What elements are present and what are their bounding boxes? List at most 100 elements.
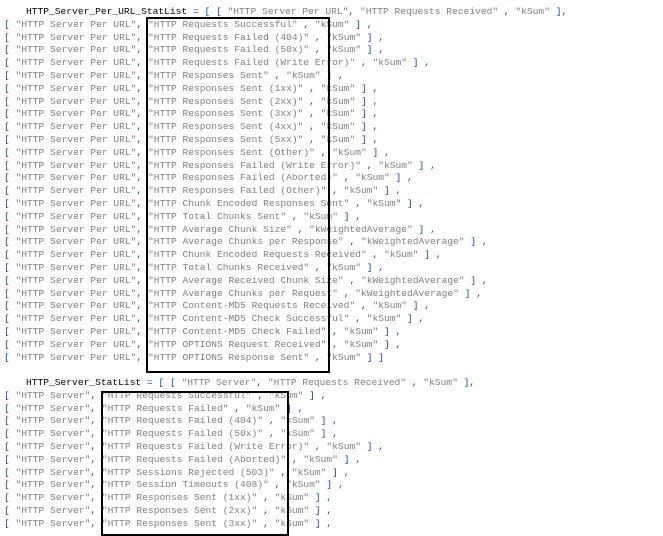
- row-comma: ,: [268, 479, 287, 491]
- row-comma: ,: [309, 31, 327, 43]
- row-stat-name: "HTTP Responses Failed (Aborted)": [147, 172, 338, 184]
- row-close-bracket: ] ,: [303, 389, 327, 401]
- row-group-name: "HTTP Server Per URL": [15, 287, 137, 299]
- row-aggregation: "kSum": [343, 338, 379, 350]
- row-close-bracket: ] ,: [355, 133, 379, 145]
- row-stat-name: "HTTP OPTIONS Response Sent": [147, 351, 310, 363]
- row-open-bracket: [: [4, 197, 16, 209]
- row-open-bracket: [: [4, 325, 16, 337]
- row-group-name: "HTTP Server Per URL": [15, 108, 137, 120]
- row-comma: ,: [136, 261, 148, 273]
- row-open-bracket: [: [4, 440, 16, 452]
- row-comma: ,: [303, 108, 321, 120]
- row-aggregation: "kWeightedAverage": [360, 236, 465, 248]
- row-group-name: "HTTP Server Per URL": [15, 18, 137, 30]
- row-stat-name: "HTTP Requests Failed": [101, 402, 229, 414]
- row-stat-name: "HTTP Responses Sent (4xx)": [147, 121, 304, 133]
- header-second-item: "HTTP Requests Received": [267, 377, 407, 388]
- row-comma: ,: [303, 133, 321, 145]
- row-stat-name: "HTTP Content-MD5 Check Failed": [147, 325, 327, 337]
- row-group-name: "HTTP Server Per URL": [15, 210, 137, 222]
- row-open-bracket: [: [4, 453, 16, 465]
- row-close-bracket: ] ,: [280, 402, 304, 414]
- row-comma: ,: [90, 415, 102, 427]
- row-open-bracket: [: [4, 108, 16, 120]
- stat-row: [ "HTTP Server Per URL", "HTTP Responses…: [0, 134, 663, 147]
- row-comma: ,: [286, 210, 304, 222]
- stat-row: [ "HTTP Server", "HTTP Requests Failed" …: [0, 403, 663, 416]
- row-aggregation: "kSum": [343, 325, 379, 337]
- row-comma: ,: [228, 402, 246, 414]
- row-comma: ,: [257, 517, 275, 529]
- row-close-bracket: ] ,: [360, 440, 384, 452]
- row-open-bracket: [: [4, 274, 16, 286]
- stat-row: [ "HTTP Server", "HTTP Requests Failed (…: [0, 428, 663, 441]
- row-open-bracket: [: [4, 249, 16, 261]
- stat-row: [ "HTTP Server Per URL", "HTTP Responses…: [0, 108, 663, 121]
- stat-row: [ "HTTP Server Per URL", "HTTP OPTIONS R…: [0, 352, 663, 365]
- row-comma: ,: [136, 44, 148, 56]
- row-comma: ,: [326, 325, 344, 337]
- row-comma: ,: [90, 517, 102, 529]
- row-aggregation: "kSum": [343, 185, 379, 197]
- row-comma: ,: [136, 57, 148, 69]
- row-group-name: "HTTP Server": [15, 440, 91, 452]
- stat-row: [ "HTTP Server Per URL", "HTTP Average R…: [0, 275, 663, 288]
- row-stat-name: "HTTP Responses Sent (1xx)": [101, 492, 258, 504]
- row-aggregation: "kWeightedAverage": [309, 223, 413, 235]
- row-comma: ,: [343, 274, 361, 286]
- row-aggregation: "kSum": [320, 121, 356, 133]
- row-comma: ,: [90, 440, 102, 452]
- row-group-name: "HTTP Server Per URL": [15, 274, 137, 286]
- row-comma: ,: [286, 453, 304, 465]
- row-comma: ,: [136, 95, 148, 107]
- row-comma: ,: [136, 108, 148, 120]
- row-open-bracket: [: [4, 172, 16, 184]
- row-close-bracket: ] ,: [309, 517, 333, 529]
- row-comma: ,: [136, 325, 148, 337]
- row-comma: ,: [136, 300, 148, 312]
- row-comma: ,: [90, 492, 102, 504]
- row-aggregation: "kSum": [332, 146, 367, 158]
- row-comma: ,: [136, 18, 148, 30]
- row-aggregation: "kSum": [274, 492, 310, 504]
- row-close-bracket: ] ,: [378, 325, 402, 337]
- row-stat-name: "HTTP Responses Sent (2xx)": [101, 504, 258, 516]
- row-aggregation: "kSum": [291, 466, 327, 478]
- row-close-bracket: ] ,: [360, 261, 384, 273]
- row-close-bracket: ] ,: [355, 95, 379, 107]
- row-comma: ,: [90, 504, 102, 516]
- row-close-bracket: ] ,: [418, 249, 442, 261]
- row-close-bracket: ] ,: [309, 492, 333, 504]
- row-open-bracket: [: [4, 18, 16, 30]
- stat-row: [ "HTTP Server Per URL", "HTTP Average C…: [0, 224, 663, 237]
- row-open-bracket: [: [4, 517, 16, 529]
- row-stat-name: "HTTP Chunk Encoded Responses Sent": [147, 197, 350, 209]
- row-aggregation: "kSum": [303, 453, 338, 465]
- row-group-name: "HTTP Server": [15, 389, 91, 401]
- row-comma: ,: [309, 440, 327, 452]
- stat-row: [ "HTTP Server", "HTTP Requests Failed (…: [0, 454, 663, 467]
- row-comma: ,: [136, 223, 148, 235]
- row-group-name: "HTTP Server Per URL": [15, 185, 137, 197]
- row-group-name: "HTTP Server Per URL": [15, 69, 137, 81]
- row-comma: ,: [303, 121, 321, 133]
- row-comma: ,: [314, 146, 333, 158]
- header-first-item: "HTTP Server Per URL": [227, 6, 349, 17]
- row-open-bracket: [: [4, 133, 16, 145]
- row-close-bracket: ] ,: [464, 274, 488, 286]
- row-open-bracket: [: [4, 313, 16, 325]
- row-aggregation: "kSum": [280, 415, 315, 427]
- row-open-bracket: [: [4, 300, 16, 312]
- row-aggregation: "kSum": [378, 159, 413, 171]
- row-group-name: "HTTP Server Per URL": [15, 44, 137, 56]
- row-open-bracket: [: [4, 57, 16, 69]
- row-close-bracket: ] ,: [464, 236, 488, 248]
- row-group-name: "HTTP Server Per URL": [15, 249, 137, 261]
- row-comma: ,: [136, 69, 148, 81]
- row-comma: ,: [343, 236, 361, 248]
- row-comma: ,: [360, 159, 379, 171]
- row-close-bracket: ] ,: [349, 18, 373, 30]
- row-group-name: "HTTP Server": [15, 428, 91, 440]
- row-close-bracket: ] ,: [407, 57, 431, 69]
